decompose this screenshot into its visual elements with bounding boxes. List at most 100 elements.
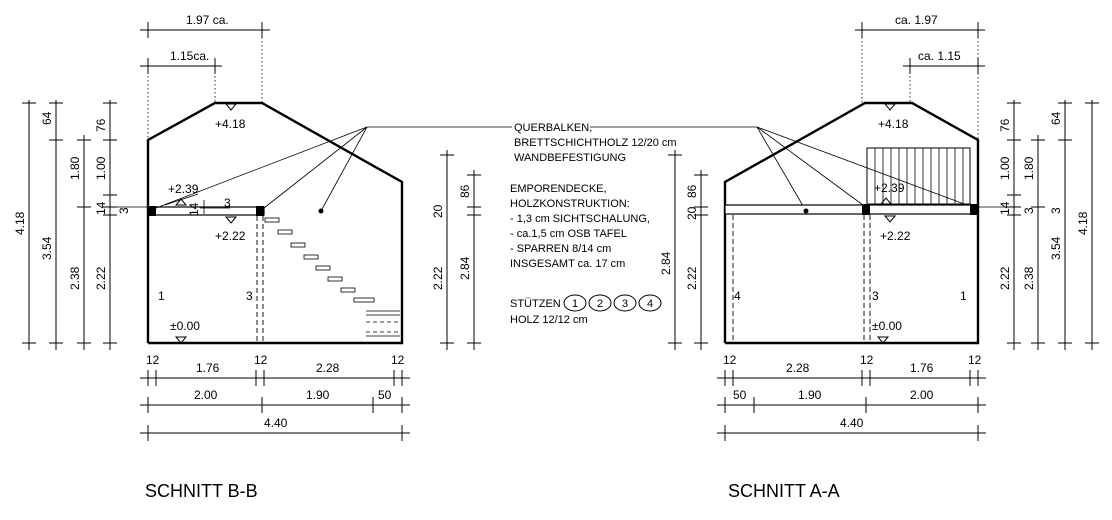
note-emporendecke-5: - SPARREN 8/14 cm [510,243,611,255]
svg-text:3: 3 [1049,207,1063,214]
bb-column-label-3: 3 [246,289,253,303]
note-holz: HOLZ 12/12 cm [510,314,588,326]
svg-text:50: 50 [378,388,392,402]
bb-right-dims: 2.22 86 20 2.84 [431,150,481,350]
svg-text:14: 14 [998,201,1012,215]
svg-text:3: 3 [1022,207,1036,214]
svg-text:20: 20 [431,204,445,218]
bb-top-dim-half: 1.15ca. [170,49,209,63]
svg-text:2.84: 2.84 [458,256,472,280]
svg-text:1.00: 1.00 [998,156,1012,180]
aa-railing [866,147,971,205]
svg-text:4.40: 4.40 [264,416,288,430]
aa-column-label-3: 3 [872,289,879,303]
note-querbalken-3: WANDBEFESTIGUNG [514,152,626,164]
svg-text:86: 86 [458,184,472,198]
svg-text:1.76: 1.76 [910,361,934,375]
bb-gallery-top-icon [174,198,188,206]
note-stuetze-3: 3 [622,298,628,310]
aa-left-dims: 2.84 86 20 2.22 [659,150,708,350]
aa-gallery-top-level: +2.39 [874,181,905,195]
bb-top-dim-ridge: 1.97 ca. [186,13,229,27]
svg-text:2.00: 2.00 [194,388,218,402]
note-emporendecke-6: INSGESAMT ca. 17 cm [510,258,625,270]
note-emporendecke-3: - 1,3 cm SICHTSCHALUNG, [510,213,650,225]
bb-column-label-1: 1 [158,289,165,303]
note-stuetzen-label: STÜTZEN [510,298,561,310]
aa-column-label-1: 1 [960,289,967,303]
bb-inner-dim-14: 14 [187,202,201,216]
note-emporendecke-2: HOLZKONSTRUKTION: [510,198,630,210]
aa-bottom-dims: 12 2.28 12 1.76 12 50 1.90 2.00 4.40 [717,353,986,441]
aa-right-dims: 76 1.00 14 2.22 1.80 2.38 3 64 3.54 3 4.… [978,100,1099,350]
svg-text:12: 12 [391,353,405,367]
svg-text:4.40: 4.40 [840,416,864,430]
bb-outline [146,101,404,345]
bb-beam-right [256,206,264,216]
svg-text:12: 12 [968,353,982,367]
bb-stairs [264,217,400,337]
svg-text:4.18: 4.18 [1076,211,1090,235]
svg-text:1.90: 1.90 [306,388,330,402]
svg-text:20: 20 [685,206,699,220]
svg-text:76: 76 [998,118,1012,132]
svg-text:2.38: 2.38 [1022,266,1036,290]
bb-ridge-level-icon [224,103,238,111]
bb-gallery-level-icon [224,216,238,224]
svg-text:2.22: 2.22 [685,266,699,290]
svg-text:4.18: 4.18 [13,211,27,235]
svg-text:3.54: 3.54 [1049,236,1063,260]
aa-title: SCHNITT A-A [728,481,840,501]
svg-text:2.22: 2.22 [94,266,108,290]
svg-text:50: 50 [733,388,747,402]
svg-text:2.28: 2.28 [316,361,340,375]
svg-text:12: 12 [146,353,160,367]
svg-text:2.38: 2.38 [68,266,82,290]
bb-beam-left [148,206,156,216]
bb-inner-dim-3: 3 [224,196,231,210]
svg-text:12: 12 [860,353,874,367]
bb-floor-level: ±0.00 [170,319,200,333]
aa-top-dim-ridge: ca. 1.97 [895,13,938,27]
note-querbalken-1: QUERBALKEN, [514,122,592,134]
aa-gallery-slab [724,204,979,215]
svg-text:2.84: 2.84 [659,251,673,275]
bb-bottom-dims: 12 1.76 12 2.28 12 2.00 1.90 50 4.40 [140,353,410,441]
notes: QUERBALKEN, BRETTSCHICHTHOLZ 12/20 cm WA… [155,122,976,326]
bb-ridge-level: +4.18 [215,117,246,131]
svg-text:64: 64 [40,111,54,125]
svg-text:86: 86 [685,184,699,198]
svg-text:2.22: 2.22 [998,266,1012,290]
svg-text:14: 14 [94,201,108,215]
svg-text:12: 12 [723,353,737,367]
svg-text:1.80: 1.80 [68,156,82,180]
svg-text:64: 64 [1049,111,1063,125]
note-emporendecke-1: EMPORENDECKE, [510,183,607,195]
aa-column-label-4: 4 [734,289,741,303]
bb-left-dims: 4.18 64 3.54 1.80 2.38 76 1.00 14 2.22 3 [13,100,148,350]
svg-text:3: 3 [117,207,131,214]
section-bb: +4.18 +2.39 +2.22 ±0.00 14 3 1 3 1.97 ca… [13,13,481,501]
svg-text:1.76: 1.76 [196,361,220,375]
svg-text:1.00: 1.00 [94,156,108,180]
note-stuetze-4: 4 [647,298,653,310]
bb-gallery-top-level: +2.39 [168,182,199,196]
svg-text:1.80: 1.80 [1022,156,1036,180]
aa-top-dim-half: ca. 1.15 [918,49,961,63]
note-querbalken-2: BRETTSCHICHTHOLZ 12/20 cm [514,137,677,149]
section-aa: +4.18 +2.39 +2.22 ±0.00 4 3 1 ca. 1.97 c… [659,13,1099,501]
svg-text:1.90: 1.90 [798,388,822,402]
bb-gallery-level: +2.22 [215,229,246,243]
svg-text:2.28: 2.28 [786,361,810,375]
bb-floor-level-icon [174,336,188,344]
note-stuetze-1: 1 [572,298,578,310]
aa-floor-level: ±0.00 [872,319,902,333]
svg-text:2.22: 2.22 [431,266,445,290]
note-stuetze-2: 2 [597,298,603,310]
svg-text:3.54: 3.54 [40,236,54,260]
aa-gallery-level: +2.22 [880,229,911,243]
aa-outline [723,101,980,345]
note-emporendecke-4: - ca.1,5 cm OSB TAFEL [510,228,627,240]
bb-title: SCHNITT B-B [145,481,258,501]
